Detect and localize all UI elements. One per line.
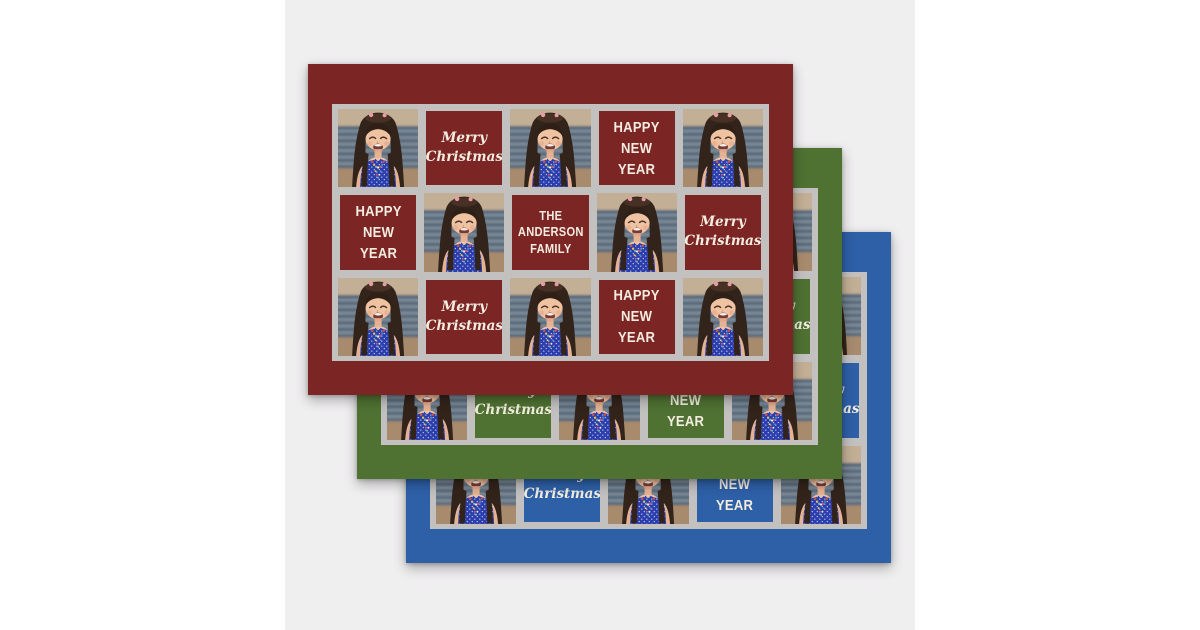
bead-necklace [629, 244, 644, 264]
bead-necklace [716, 329, 730, 348]
girl-figure [696, 281, 749, 356]
tile-text-line: Christmas [475, 401, 552, 418]
bead-necklace [543, 160, 558, 179]
text-tile-happy-new-year: HAPPY NEW YEAR [598, 111, 675, 186]
tile-text-line: YEAR [618, 329, 656, 347]
tile-text-line: Christmas [426, 149, 503, 166]
photo-tile [338, 109, 419, 188]
tile-text-line: NEW [719, 476, 751, 494]
girl-figure [352, 281, 405, 356]
bead-necklace [420, 413, 434, 432]
tile-text-line: ANDERSON [517, 224, 584, 240]
photo-tile [682, 277, 763, 356]
tile-text-line: Christmas [524, 485, 601, 502]
tile-text-line: Merry [441, 130, 488, 147]
tile-text-line: Merry [700, 214, 746, 231]
bead-necklace [641, 497, 656, 516]
girl-photo [424, 193, 505, 272]
tile-text-line: YEAR [716, 497, 754, 515]
photo-tile [424, 193, 505, 272]
tile-text-line: YEAR [667, 413, 705, 431]
photo-tile [682, 109, 763, 188]
girl-figure [696, 112, 749, 188]
bead-necklace [457, 244, 472, 264]
girl-figure [524, 112, 577, 188]
tile-text-line: NEW [362, 223, 394, 241]
bead-necklace [814, 497, 828, 516]
text-tile-happy-new-year: HAPPY NEW YEAR [598, 279, 675, 354]
girl-photo [682, 109, 763, 188]
photo-tile [596, 193, 677, 272]
girl-photo [510, 277, 591, 356]
girl-photo [596, 193, 677, 272]
tile-text-line: HAPPY [613, 118, 660, 136]
girl-figure [438, 196, 491, 272]
bead-necklace [371, 329, 385, 348]
tile-text-line: Merry [441, 298, 488, 315]
bead-necklace [765, 413, 779, 432]
tile-text-line: YEAR [359, 244, 397, 262]
girl-figure [610, 196, 663, 272]
girl-photo [682, 277, 763, 356]
tile-text-line: YEAR [618, 160, 656, 178]
girl-photo [338, 109, 419, 188]
tile-text-line: NEW [621, 308, 653, 326]
girl-photo [510, 109, 591, 188]
girl-photo [338, 277, 419, 356]
text-tile-happy-new-year: HAPPY NEW YEAR [340, 195, 417, 270]
girl-figure [524, 281, 577, 356]
tile-text-line: NEW [670, 392, 702, 410]
tile-text-line: HAPPY [354, 202, 402, 220]
tile-text: HAPPY NEW YEAR [355, 201, 401, 264]
tile-text-line: Christmas [426, 317, 503, 334]
bead-necklace [469, 497, 483, 516]
bead-necklace [543, 329, 558, 348]
girl-figure [352, 112, 405, 188]
tile-text-line: FAMILY [529, 240, 572, 256]
tile-text-line: HAPPY [613, 287, 660, 305]
tile-text: HAPPY NEW YEAR [614, 285, 660, 348]
bead-necklace [592, 413, 607, 432]
tile-text-line: NEW [621, 139, 653, 157]
bead-necklace [371, 160, 385, 179]
tile-text-line: Christmas [684, 233, 761, 250]
bead-necklace [716, 160, 730, 179]
photo-tile [510, 109, 591, 188]
photo-tile [338, 277, 419, 356]
photo-tile [510, 277, 591, 356]
tile-text-line: THE [538, 207, 563, 223]
tile-text: HAPPY NEW YEAR [614, 117, 660, 180]
